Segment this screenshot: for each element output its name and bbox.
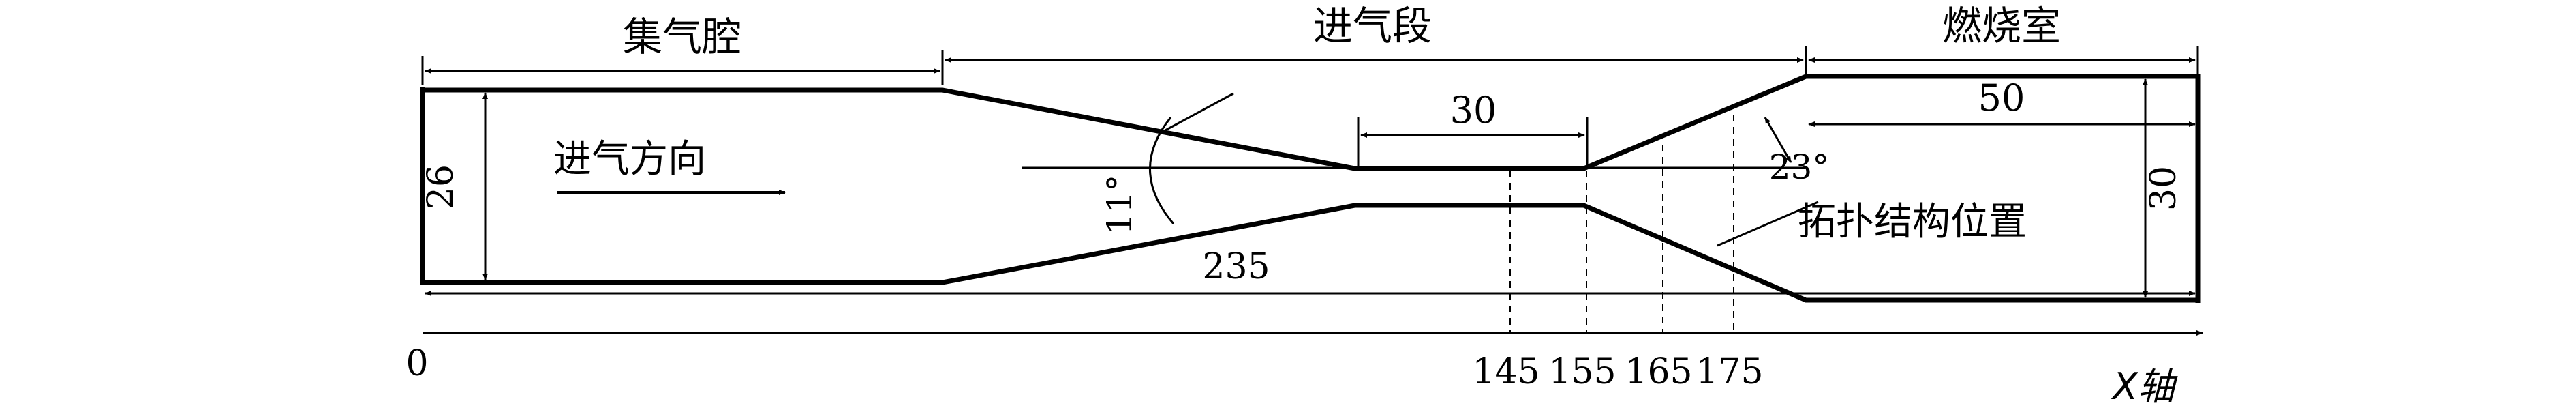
inlet-section-label: 进气段 <box>1313 3 1432 49</box>
throat-length-dimension <box>1357 117 1589 169</box>
combustor-section-label: 燃烧室 <box>1942 3 2061 49</box>
combustor-height-value: 30 <box>2143 166 2184 211</box>
axis-tick-145: 145 <box>1472 351 1539 392</box>
diverge-angle-value: 23° <box>1769 147 1830 187</box>
throat-length-value: 30 <box>1450 89 1497 132</box>
plenum-section-label: 集气腔 <box>623 14 741 60</box>
channel-bottom-wall <box>423 203 2198 303</box>
plenum-height-value: 26 <box>420 164 461 209</box>
x-axis-label: X轴 <box>2111 365 2178 405</box>
converge-angle-value: 11° <box>1100 175 1139 235</box>
channel-top-wall <box>423 74 2198 171</box>
axis-tick-165: 165 <box>1625 351 1692 392</box>
flow-direction-label: 进气方向 <box>553 137 706 181</box>
converge-angle-marker <box>1022 92 1356 224</box>
section-dimension-lines <box>421 46 2199 85</box>
axis-tick-155: 155 <box>1548 351 1616 392</box>
station-dashed-lines <box>1509 115 1734 332</box>
axis-tick-0: 0 <box>405 343 428 384</box>
topology-position-label: 拓扑结构位置 <box>1798 200 2027 244</box>
total-length-value: 235 <box>1202 246 1270 287</box>
combustor-length-value: 50 <box>1978 76 2025 119</box>
diverge-angle-marker <box>1584 117 1805 169</box>
axis-tick-175: 175 <box>1696 351 1763 392</box>
